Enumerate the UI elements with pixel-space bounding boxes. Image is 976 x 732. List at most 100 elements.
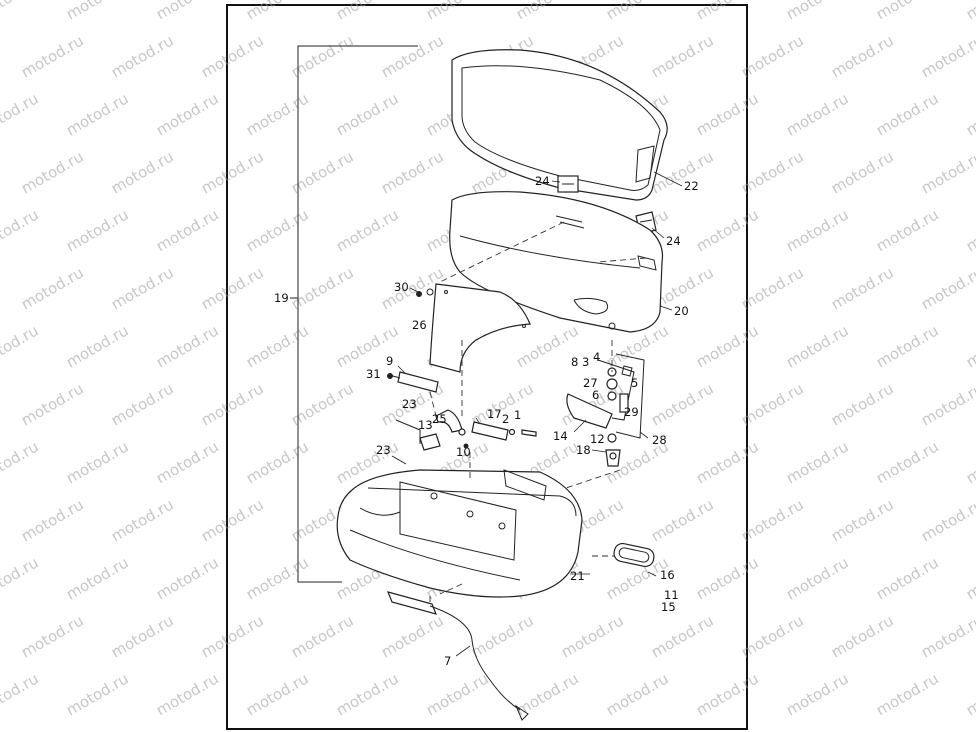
watermark-text: motod.ru [783,669,852,719]
watermark-text: motod.ru [243,437,312,487]
latch-plate-17 [471,421,537,441]
callout-16: 16 [660,568,675,582]
callout-30: 30 [394,280,409,294]
watermark-text: motod.ru [0,205,42,255]
callout-11: 11 [664,588,679,602]
watermark-text: motod.ru [198,379,267,429]
callout-15: 15 [661,600,676,614]
watermark-text: motod.ru [153,205,222,255]
watermark-text: motod.ru [783,321,852,371]
watermark-text: motod.ru [63,669,132,719]
watermark-text: motod.ru [243,0,312,23]
callout-6: 6 [592,388,599,402]
watermark-text: motod.ru [108,379,177,429]
watermark-text: motod.ru [63,553,132,603]
callout-3: 3 [582,355,589,369]
watermark-text: motod.ru [108,611,177,661]
watermark-text: motod.ru [783,0,852,23]
watermark-text: motod.ru [18,495,87,545]
watermark-text: motod.ru [18,31,87,81]
watermark-text: motod.ru [783,553,852,603]
assembly-lines [429,221,647,604]
leader-lines [397,171,683,657]
callout-23-lower: 23 [376,443,391,457]
watermark-text: motod.ru [0,437,42,487]
pin-part-23 [391,455,407,465]
callout-labels: 22 24 24 19 20 30 26 9 31 8 3 4 27 5 6 2… [274,174,699,668]
watermark-text: motod.ru [783,89,852,139]
watermark-text: motod.ru [648,31,717,81]
callout-27: 27 [583,376,598,390]
watermark-text: motod.ru [153,669,222,719]
watermark-text: motod.ru [693,669,762,719]
group-bracket-19 [290,45,418,583]
support-rail-part-7 [386,591,529,721]
watermark-text: motod.ru [378,611,447,661]
watermark-text: motod.ru [0,553,42,603]
callout-2: 2 [502,412,509,426]
watermark-text: motod.ru [873,669,942,719]
watermark-text: motod.ru [963,89,976,139]
watermark-text: motod.ru [108,263,177,313]
watermark-text: motod.ru [828,147,897,197]
watermark-text: motod.ru [0,669,42,719]
watermark-text: motod.ru [693,205,762,255]
watermark-text: motod.ru [828,379,897,429]
callout-8: 8 [571,355,578,369]
callout-29: 29 [624,405,639,419]
watermark-text: motod.ru [108,495,177,545]
watermark-text: motod.ru [423,669,492,719]
watermark-text: motod.ru [873,321,942,371]
watermark-text: motod.ru [783,205,852,255]
screw-part-30 [416,291,422,297]
watermark-text: motod.ru [63,437,132,487]
callout-13: 13 [418,418,433,432]
watermark-text: motod.ru [918,263,976,313]
watermark-text: motod.ru [828,31,897,81]
callout-9: 9 [386,354,393,368]
callout-22: 22 [684,179,699,193]
watermark-text: motod.ru [963,205,976,255]
watermark-text: motod.ru [558,611,627,661]
watermark-text: motod.ru [378,31,447,81]
watermark-text: motod.ru [693,321,762,371]
watermark-text: motod.ru [693,437,762,487]
callout-14: 14 [553,429,568,443]
watermark-text: motod.ru [603,669,672,719]
watermark-text: motod.ru [108,147,177,197]
watermark-text: motod.ru [918,31,976,81]
watermark-text: motod.ru [873,553,942,603]
watermark-text: motod.ru [198,263,267,313]
watermark-text: motod.ru [153,89,222,139]
watermark-text: motod.ru [918,611,976,661]
callout-24-right: 24 [666,234,681,248]
callout-24-upper: 24 [535,174,550,188]
watermark-text: motod.ru [513,0,582,23]
watermark-text: motod.ru [108,31,177,81]
callout-25: 25 [432,412,447,426]
callout-17: 17 [487,407,502,421]
latch-assembly [566,340,635,467]
watermark-text: motod.ru [243,321,312,371]
watermark-text: motod.ru [198,495,267,545]
watermark-text: motod.ru [513,669,582,719]
callout-23-upper: 23 [402,397,417,411]
watermark-text: motod.ru [243,669,312,719]
watermark-text: motod.ru [963,321,976,371]
watermark-text: motod.ru [828,495,897,545]
watermark-text: motod.ru [873,0,942,23]
watermark-text: motod.ru [63,0,132,23]
diagram-frame [226,4,748,730]
callout-4: 4 [593,350,600,364]
watermark-text: motod.ru [918,495,976,545]
callout-26: 26 [412,318,427,332]
watermark-text: motod.ru [153,321,222,371]
watermark-text: motod.ru [693,0,762,23]
watermark-text: motod.ru [153,437,222,487]
watermark-text: motod.ru [828,611,897,661]
watermark-text: motod.ru [423,0,492,23]
callout-28: 28 [652,433,667,447]
watermark-text: motod.ru [0,89,42,139]
watermark-text: motod.ru [198,31,267,81]
